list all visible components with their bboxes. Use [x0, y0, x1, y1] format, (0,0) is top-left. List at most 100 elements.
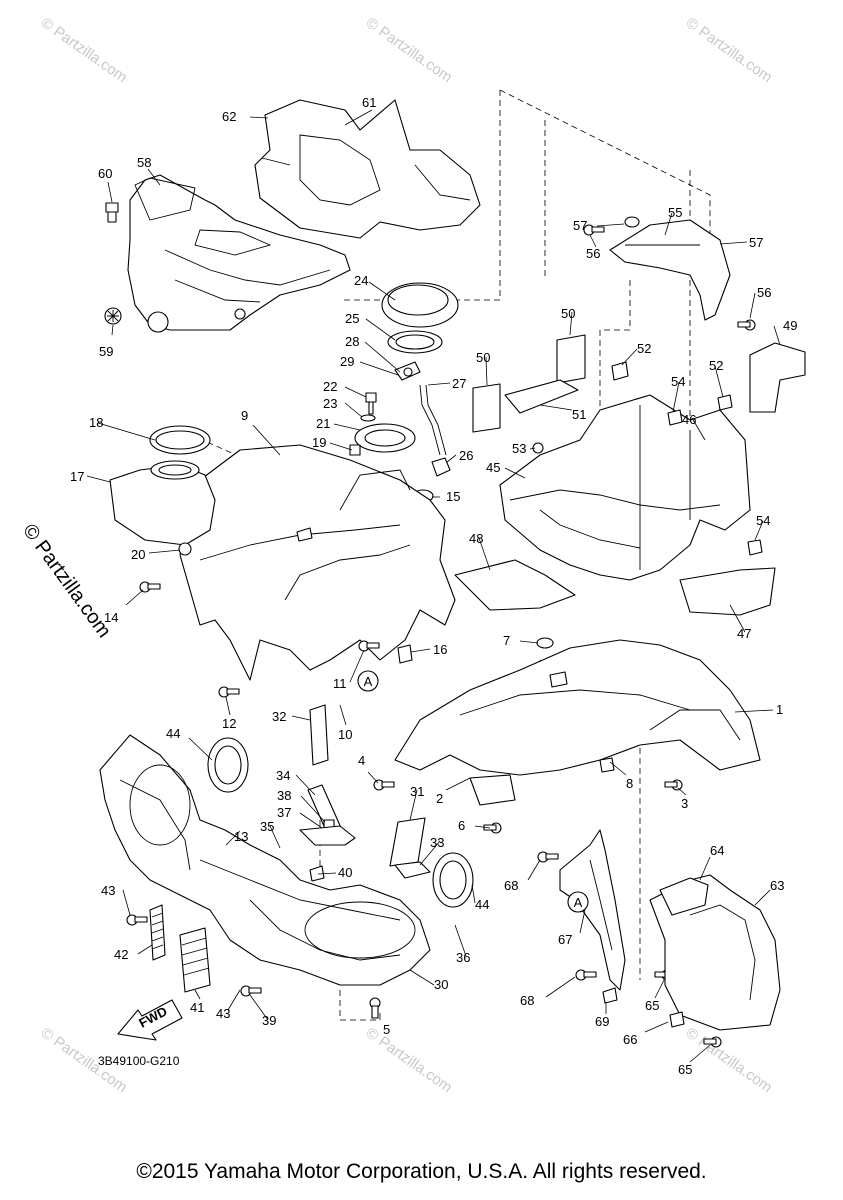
callout-60: 60	[98, 166, 112, 181]
callout-16: 16	[433, 642, 447, 657]
callout-69: 69	[595, 1014, 609, 1029]
callout-12: 12	[222, 716, 236, 731]
fwd-arrow: FWD	[117, 999, 183, 1041]
callout-41: 41	[190, 1000, 204, 1015]
callout-26: 26	[459, 448, 473, 463]
callout-59: 59	[99, 344, 113, 359]
callout-47: 47	[737, 626, 751, 641]
part-clip-16	[397, 644, 413, 664]
callout-25: 25	[345, 311, 359, 326]
part-cover-49	[749, 342, 806, 413]
callout-33: 33	[430, 835, 444, 850]
part-rear-cover	[649, 874, 781, 1031]
part-top-cover	[254, 99, 481, 239]
callout-15: 15	[446, 489, 460, 504]
callout-27: 27	[452, 376, 466, 391]
callout-11: 11	[333, 676, 347, 691]
callout-32: 32	[272, 709, 286, 724]
callout-30: 30	[434, 977, 448, 992]
callout-44: 44	[166, 726, 180, 741]
callout-44b: 44	[475, 897, 489, 912]
reference-marker-label: A	[574, 895, 583, 910]
callout-66: 66	[623, 1032, 637, 1047]
callout-43: 43	[101, 883, 115, 898]
callout-57b: 57	[749, 235, 763, 250]
callout-36: 36	[456, 950, 470, 965]
callout-61: 61	[362, 95, 376, 110]
reference-markers: A A	[357, 670, 589, 913]
callout-55: 55	[668, 205, 682, 220]
part-bolt-60	[105, 202, 119, 223]
callout-48: 48	[469, 531, 483, 546]
part-pads-50	[472, 334, 586, 433]
part-lower-panel	[99, 734, 431, 986]
part-rear-fender	[394, 639, 761, 806]
part-ducts-44	[207, 737, 474, 908]
callout-43b: 43	[216, 1006, 230, 1021]
callout-leaders	[86, 109, 781, 1063]
callout-17: 17	[70, 469, 84, 484]
callout-37: 37	[277, 805, 291, 820]
callout-56: 56	[586, 246, 600, 261]
callout-34: 34	[276, 768, 290, 783]
callout-38: 38	[277, 788, 291, 803]
callout-14: 14	[104, 610, 118, 625]
callout-1: 1	[776, 702, 783, 717]
callout-56b: 56	[757, 285, 771, 300]
callout-20: 20	[131, 547, 145, 562]
callout-50b: 50	[476, 350, 490, 365]
callout-68b: 68	[520, 993, 534, 1008]
reference-marker-a	[567, 891, 589, 913]
callout-67: 67	[558, 932, 572, 947]
part-bracket-55	[609, 219, 731, 321]
callout-39: 39	[262, 1013, 276, 1028]
callout-58: 58	[137, 155, 151, 170]
part-fuel-tank	[109, 425, 216, 556]
callout-23: 23	[323, 396, 337, 411]
callout-21: 21	[316, 416, 330, 431]
callout-54b: 54	[756, 513, 770, 528]
part-side-panel-67	[559, 829, 626, 1004]
watermark: © Partzilla.com	[38, 14, 131, 86]
callout-22: 22	[323, 379, 337, 394]
callout-64: 64	[710, 843, 724, 858]
callout-31: 31	[410, 784, 424, 799]
callout-50: 50	[561, 306, 575, 321]
reference-marker-a	[357, 670, 379, 692]
callout-13: 13	[234, 829, 248, 844]
part-grommet-59	[104, 307, 122, 325]
callout-68: 68	[504, 878, 518, 893]
part-battery-box	[454, 361, 776, 616]
callout-6: 6	[458, 818, 465, 833]
callout-52b: 52	[709, 358, 723, 373]
callout-24: 24	[354, 273, 368, 288]
callout-28: 28	[345, 334, 359, 349]
callout-8: 8	[626, 776, 633, 791]
copyright-notice: ©2015 Yamaha Motor Corporation, U.S.A. A…	[136, 1160, 707, 1183]
callout-7: 7	[503, 633, 510, 648]
callout-45: 45	[486, 460, 500, 475]
callout-49: 49	[783, 318, 797, 333]
callout-40: 40	[338, 865, 352, 880]
part-fuel-cap	[381, 282, 459, 381]
part-front-fender	[179, 444, 456, 681]
part-front-panel	[127, 174, 351, 333]
part-hose-27	[419, 384, 447, 456]
callout-53: 53	[512, 441, 526, 456]
callout-52: 52	[637, 341, 651, 356]
callout-19: 19	[312, 435, 326, 450]
part-fuel-neck	[349, 392, 416, 456]
callout-29: 29	[340, 354, 354, 369]
watermark: © Partzilla.com	[683, 14, 776, 86]
callout-65: 65	[645, 998, 659, 1013]
watermark: © Partzilla.com	[363, 1024, 456, 1096]
callout-42: 42	[114, 947, 128, 962]
callout-46: 46	[682, 412, 696, 427]
watermark: © Partzilla.com	[683, 1024, 776, 1096]
callout-65b: 65	[678, 1062, 692, 1077]
part-grilles	[149, 904, 211, 993]
part-clip-26	[431, 457, 451, 477]
callout-54: 54	[671, 374, 685, 389]
diagram-code: 3B49100-G210	[98, 1054, 180, 1068]
